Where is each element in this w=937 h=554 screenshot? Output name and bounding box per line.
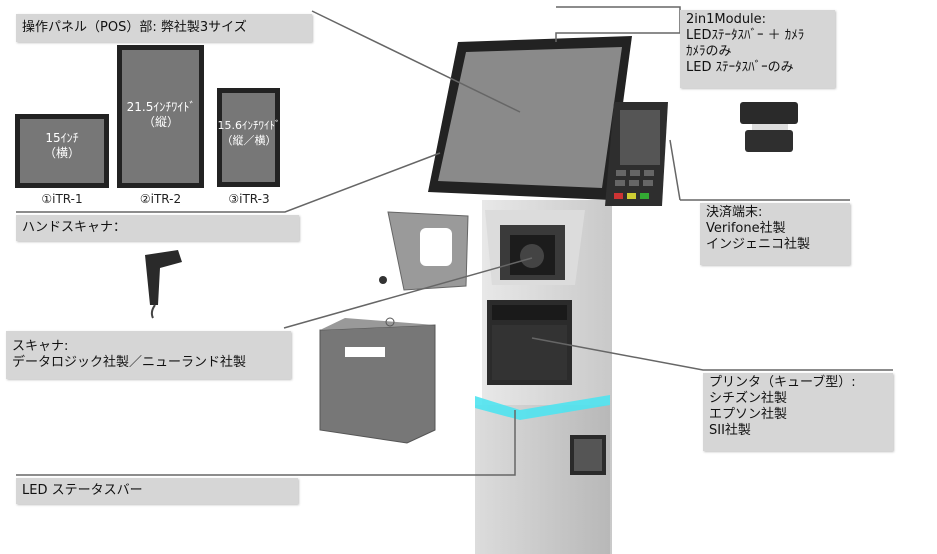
payment-terminal	[605, 102, 668, 206]
led-bar-label: LED ステータスバー	[16, 478, 298, 504]
hand-scanner-label: ハンドスキャナ：	[16, 215, 299, 241]
size-3-screen-label: 15.6ｲﾝﾁﾜｲﾄﾞ（縦／横）	[215, 118, 283, 148]
size-3-caption: ③iTR-3	[214, 192, 284, 206]
hand-scanner-graphic	[145, 250, 182, 318]
module-label: 2in1Module: LEDｽﾃｰﾀｽﾊﾞｰ ＋ ｶﾒﾗ ｶﾒﾗのみ LED …	[680, 10, 835, 88]
main-monitor	[428, 36, 632, 200]
bracket-plate	[388, 212, 468, 290]
camera-module	[740, 102, 798, 152]
panel-label: 操作パネル（POS）部: 弊社製3サイズ	[16, 14, 312, 42]
printer-label: プリンタ（キューブ型）: シチズン社製 エプソン社製 SII社製	[703, 373, 893, 451]
size-1-screen-label: 15ｲﾝﾁ（横）	[20, 131, 104, 161]
scanner-bay	[485, 210, 585, 285]
printer-cover	[320, 318, 435, 443]
scanner-label: スキャナ: データロジック社製／ニューランド社製	[6, 331, 291, 379]
screw-graphic	[379, 276, 387, 284]
size-1-caption: ①iTR-1	[18, 192, 106, 206]
payment-label: 決済端末: Verifone社製 インジェニコ社製	[700, 203, 850, 265]
size-2-caption: ②iTR-2	[117, 192, 204, 206]
size-2-screen-label: 21.5ｲﾝﾁﾜｲﾄﾞ（縦）	[120, 100, 202, 130]
